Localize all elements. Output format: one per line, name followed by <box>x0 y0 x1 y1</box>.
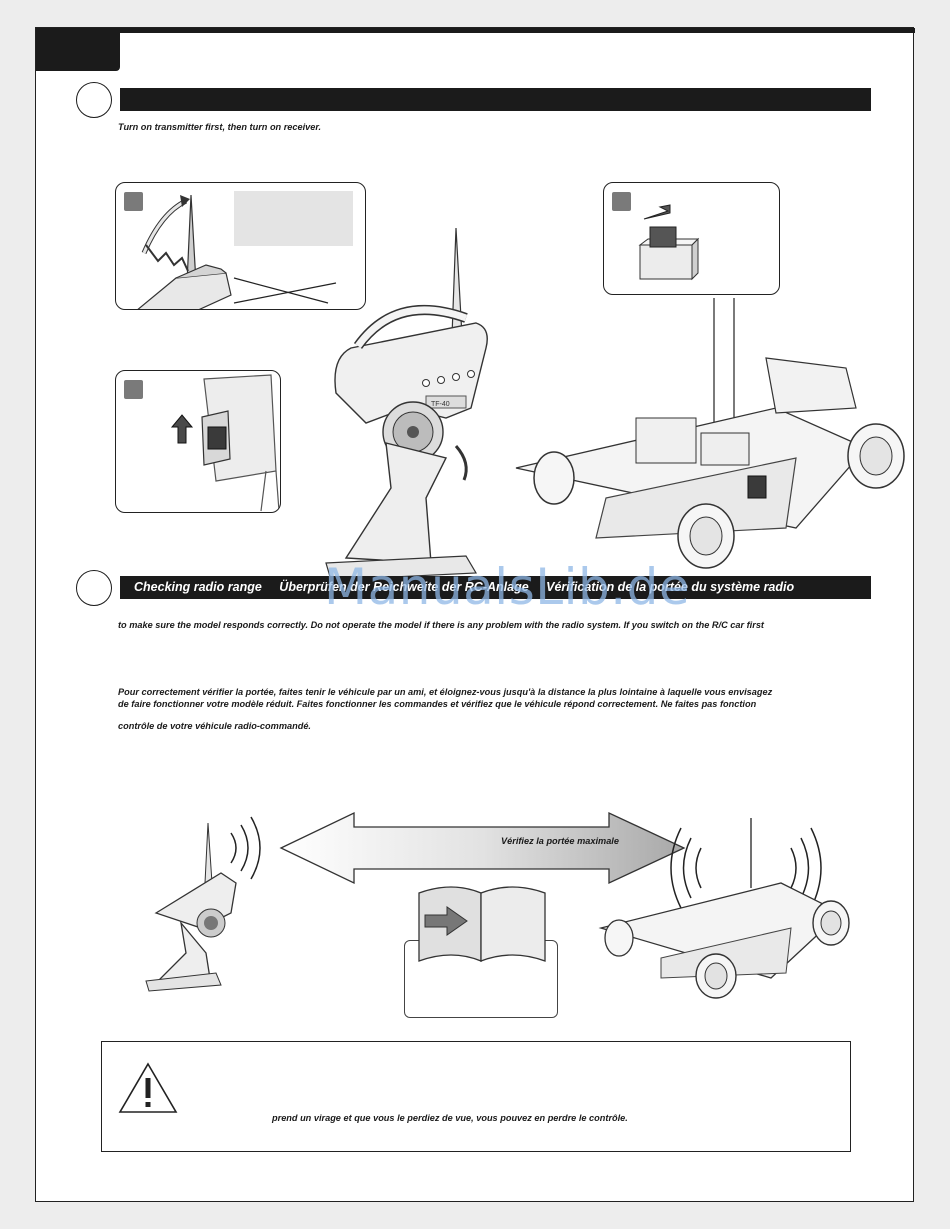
instruction-text: Turn on transmitter first, then turn on … <box>118 122 322 132</box>
receiver-drawing <box>638 204 700 281</box>
step-marker-b <box>124 380 143 399</box>
section-2-bar: Checking radio range Überprüfen der Reic… <box>120 576 871 599</box>
step-marker-a <box>124 192 143 211</box>
power-switch-drawing <box>170 374 280 512</box>
top-rule <box>36 28 915 33</box>
section-2-circle <box>76 570 112 606</box>
section-2-title-en: Checking radio range <box>134 580 262 594</box>
rc-car-illustration <box>515 298 905 569</box>
antenna-drawing <box>137 194 232 309</box>
page-number-tab <box>36 28 120 71</box>
section-1-circle <box>76 82 112 118</box>
callout-antenna <box>115 182 366 310</box>
manual-page: Turn on transmitter first, then turn on … <box>35 27 915 1202</box>
step-marker-c <box>612 192 631 211</box>
callout-power-switch <box>115 370 281 513</box>
range-double-arrow <box>279 811 686 885</box>
transmitter-small-illustration <box>145 816 261 992</box>
callout-receiver <box>603 182 780 295</box>
warning-triangle-icon <box>118 1062 178 1113</box>
book-icon <box>418 886 546 962</box>
section-1-bar <box>120 88 871 111</box>
range-text-fr-1: Pour correctement vérifier la portée, fa… <box>118 687 773 697</box>
warning-text: prend un virage et que vous le perdiez d… <box>272 1113 628 1123</box>
transmitter-illustration: TF-40 <box>233 227 488 581</box>
warning-box: prend un virage et que vous le perdiez d… <box>101 1041 851 1152</box>
watermark: ManualsLib.de <box>324 558 691 616</box>
section-2-title-fr: Vérification de la portée du système rad… <box>546 580 795 594</box>
section-2-title-de: Überprüfen der Reichweite der RC-Anlage <box>279 580 529 594</box>
range-text-fr-2: de faire fonctionner votre modèle réduit… <box>118 699 757 709</box>
range-text-en: to make sure the model responds correctl… <box>118 620 764 630</box>
callout-antenna-caption <box>234 191 353 246</box>
range-arrow-label: Vérifiez la portée maximale <box>501 836 619 846</box>
range-text-fr-3: contrôle de votre véhicule radio-command… <box>118 721 311 731</box>
rc-car-small-illustration <box>598 818 850 999</box>
transmitter-model-label: TF-40 <box>431 401 450 408</box>
